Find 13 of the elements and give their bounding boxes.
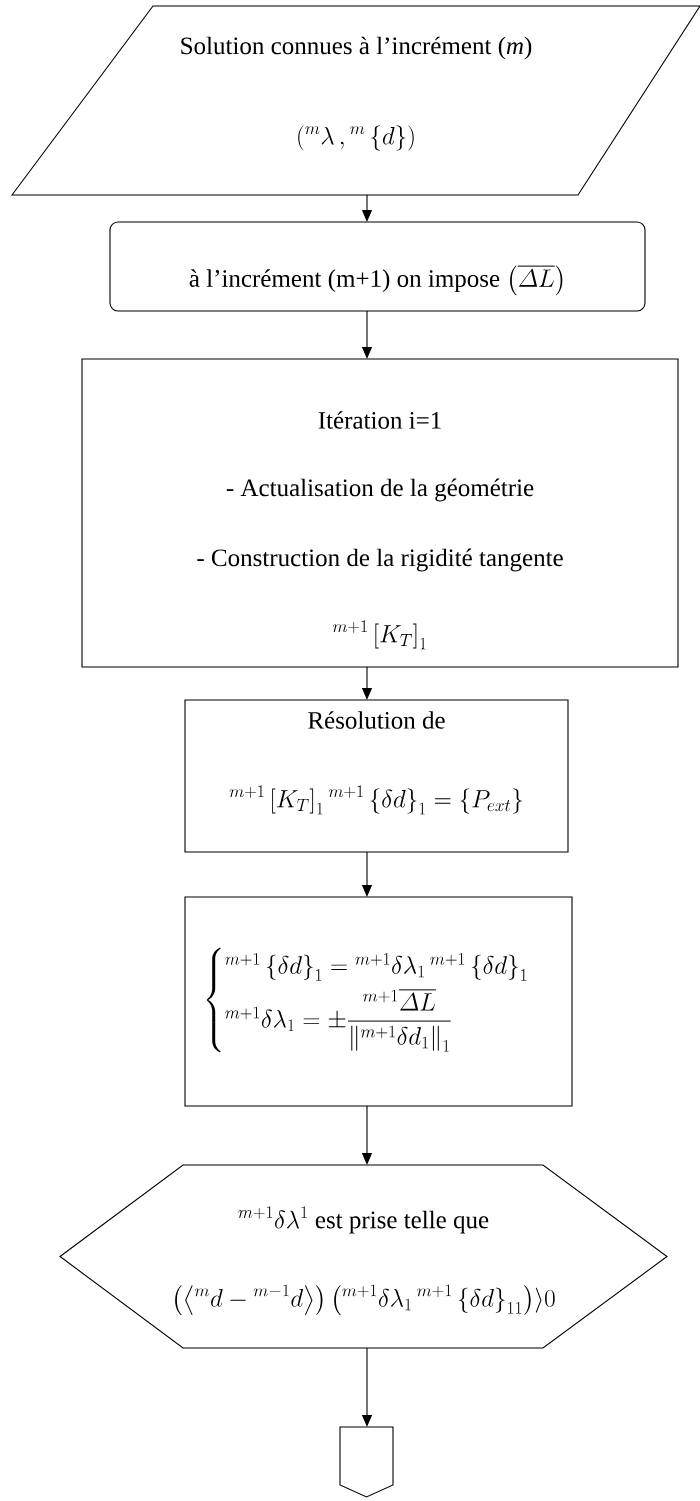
node-text: - Actualisation de la géométrie xyxy=(226,478,534,502)
node-text: Itération i=1 xyxy=(318,411,441,429)
node-text: Résolution de xyxy=(308,711,445,729)
formula: ${}^{m+1}\left[K_{T}\right]_{1}$ xyxy=(332,620,426,650)
formula: $\begin{cases}{}^{m+1}\left\{\delta d\right\}_{1}={}^{m+1}\delta\lambda_{1}\,{}^{m+1}\left\{\delta d\right\}_{1}\\[4pt] {}^{m+1}\delta\lambda_{1}=\pm\dfrac{{}^{m+1}\overline{\varDelta L}}{\left\|{}^{m+1}\delta d_{1}\right\|_{1}}\end{cases}$ xyxy=(206,947,527,1053)
formula: $\left({}^{m}\lambda\,,{}^{m}\left\{d\right\}\right)$ xyxy=(298,125,414,151)
formula: ${}^{m+1}\left[K_{T}\right]_{1}{}^{m+1}\left\{\delta d\right\}_{1}=\left\{P_{ext}\right\}$ xyxy=(229,785,522,815)
node-text: - Construction de la rigidité tangente xyxy=(197,548,563,572)
node-text: Solution connues à l’incrément (m) xyxy=(181,36,532,60)
node-text: à l’incrément (m+1) on impose $\left(\overline{\varDelta L}\right)$ xyxy=(189,265,563,296)
off-page-connector xyxy=(339,1426,394,1498)
node-text: ${}^{m+1}\delta\lambda^{1}$ est prise telle que xyxy=(238,1206,489,1234)
formula: $\left(\left\langle{}^{m}d-{}^{m-1}d\right\rangle\right)\left({}^{m+1}\delta\lambda_{1}\,{}^{m+1}\left\{\delta d\right\}_{11}\right)\rangle 0$ xyxy=(175,1284,555,1316)
